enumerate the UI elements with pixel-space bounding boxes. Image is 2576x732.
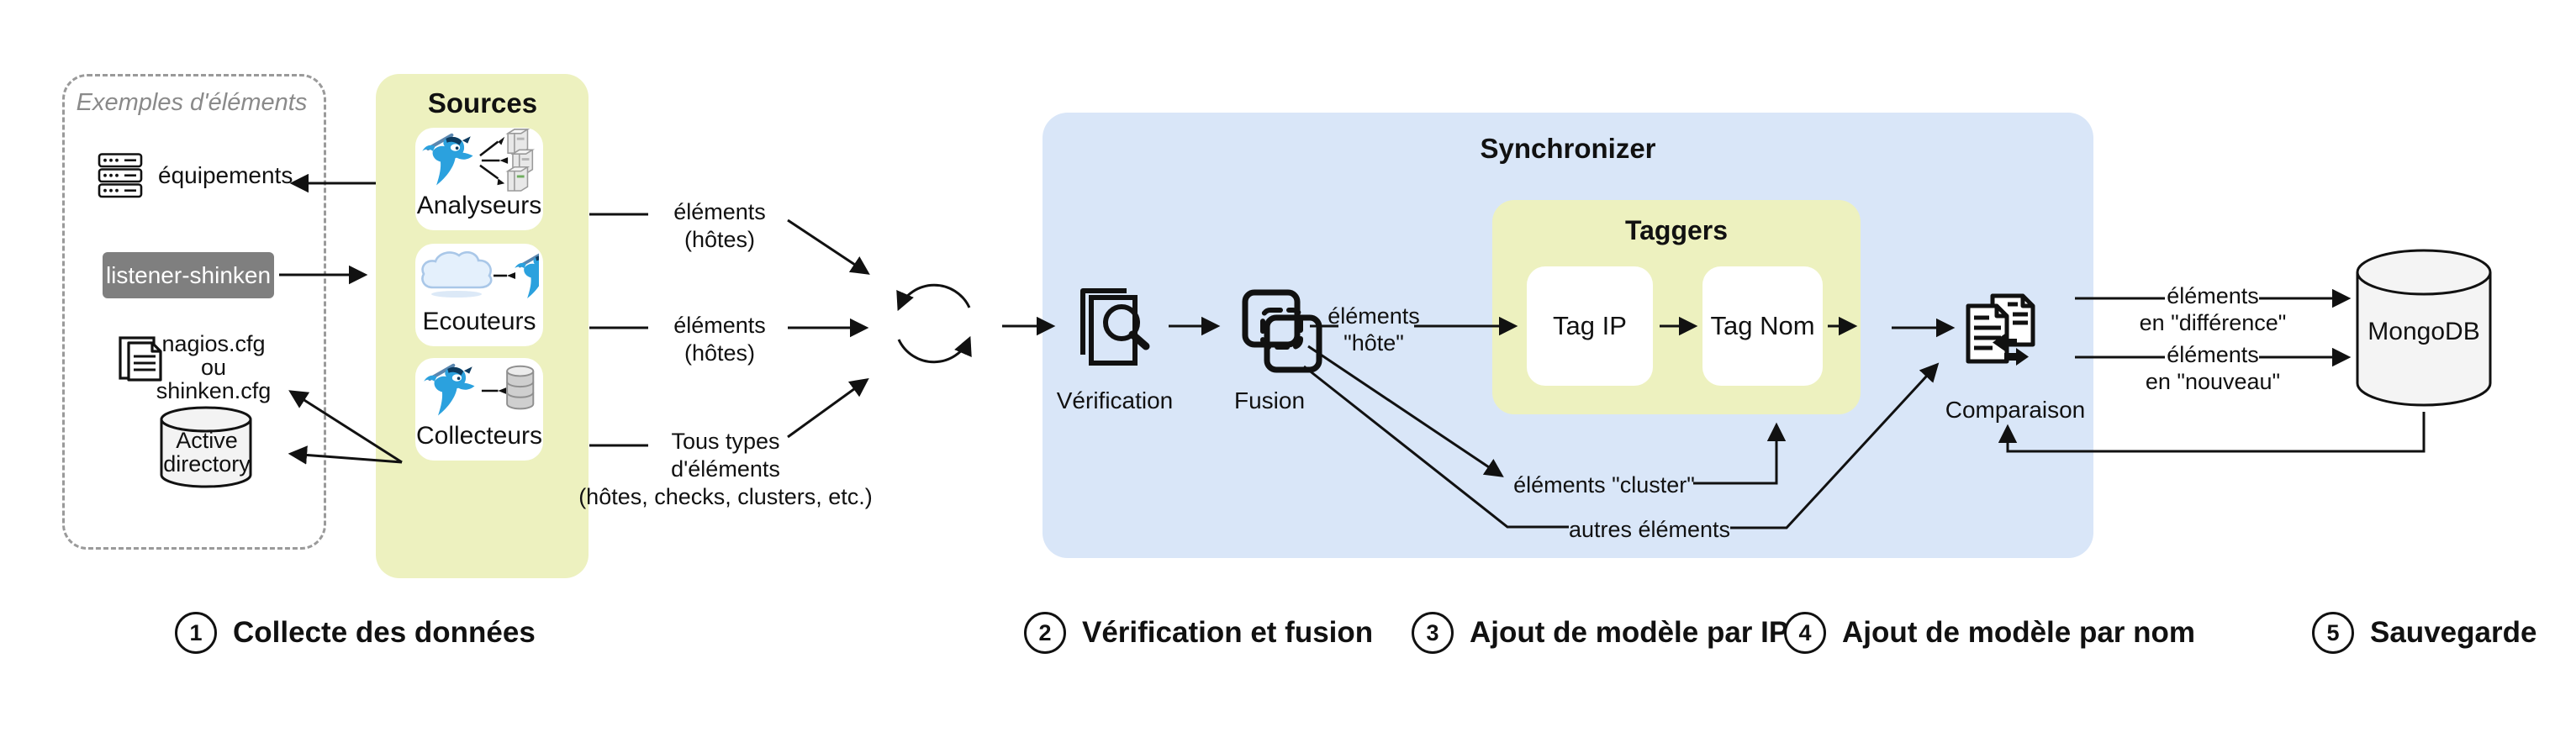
collecteurs-label: Collecteurs	[415, 422, 543, 450]
comparaison-icon	[1966, 293, 2035, 366]
analyseurs-label: Analyseurs	[416, 192, 542, 219]
ecouteurs-label: Ecouteurs	[422, 308, 536, 335]
mongodb-cylinder	[2356, 249, 2492, 407]
step-5: 5 Sauvegarde	[2312, 611, 2536, 655]
database-icon	[506, 365, 535, 410]
elements-nouveau-label: éléments en "nouveau"	[2145, 342, 2281, 394]
server-stack-icon	[98, 153, 143, 198]
mongodb-label: MongoDB	[2367, 318, 2480, 345]
step-1: 1 Collecte des données	[175, 611, 536, 655]
step-3-number: 3	[1412, 612, 1454, 654]
active-directory-cylinder	[160, 406, 252, 488]
step-4-label: Ajout de modèle par nom	[1842, 616, 2196, 649]
flow2-label: éléments (hôtes)	[673, 313, 766, 366]
step-4: 4 Ajout de modèle par nom	[1784, 611, 2195, 655]
elements-hote-label: éléments "hôte"	[1328, 303, 1420, 355]
sources-title: Sources	[427, 87, 538, 118]
ecouteurs-icon	[421, 250, 539, 299]
collecteurs-icon	[424, 363, 535, 416]
examples-panel-title: Exemples d'éléments	[76, 89, 308, 116]
flow3-label: Tous types d'éléments (hôtes, checks, cl…	[578, 429, 873, 509]
autres-elements-label: autres éléments	[1568, 517, 1731, 542]
tag-ip-card: Tag IP	[1527, 266, 1653, 386]
step-4-number: 4	[1784, 612, 1826, 654]
sources-card-analyseurs: Analyseurs	[415, 128, 543, 230]
fusion-label: Fusion	[1233, 387, 1306, 413]
step-1-number: 1	[175, 612, 217, 654]
active-directory-label: Active directory	[163, 428, 251, 477]
fusion-icon	[1242, 289, 1322, 373]
elements-cluster-label: éléments "cluster"	[1513, 472, 1695, 498]
step-2-number: 2	[1024, 612, 1066, 654]
comparaison-label: Comparaison	[1945, 397, 2086, 423]
config-files-label: nagios.cfg ou shinken.cfg	[156, 331, 272, 403]
sources-card-ecouteurs: Ecouteurs	[415, 244, 543, 346]
synchronizer-title: Synchronizer	[1480, 133, 1656, 164]
step-5-label: Sauvegarde	[2370, 616, 2537, 649]
verification-icon	[1080, 288, 1150, 366]
verification-label: Vérification	[1056, 387, 1174, 413]
step-2-label: Vérification et fusion	[1082, 616, 1374, 649]
step-1-label: Collecte des données	[233, 616, 536, 649]
taggers-title: Taggers	[1624, 215, 1729, 245]
flow1-label: éléments (hôtes)	[673, 199, 766, 252]
listener-shinken-badge: listener-shinken	[103, 252, 274, 298]
tag-nom-card: Tag Nom	[1702, 266, 1823, 386]
step-3: 3 Ajout de modèle par IP	[1412, 611, 1788, 655]
step-3-label: Ajout de modèle par IP	[1470, 616, 1789, 649]
step-5-number: 5	[2312, 612, 2354, 654]
equipements-label: équipements	[158, 162, 293, 188]
sources-card-collecteurs: Collecteurs	[415, 358, 543, 461]
elements-difference-label: éléments en "différence"	[2139, 283, 2287, 335]
config-files-icon	[119, 336, 162, 382]
mini-server-icons	[505, 129, 536, 192]
cloud-icon	[421, 250, 493, 298]
step-2: 2 Vérification et fusion	[1024, 611, 1373, 655]
analyseurs-icon	[422, 129, 536, 192]
